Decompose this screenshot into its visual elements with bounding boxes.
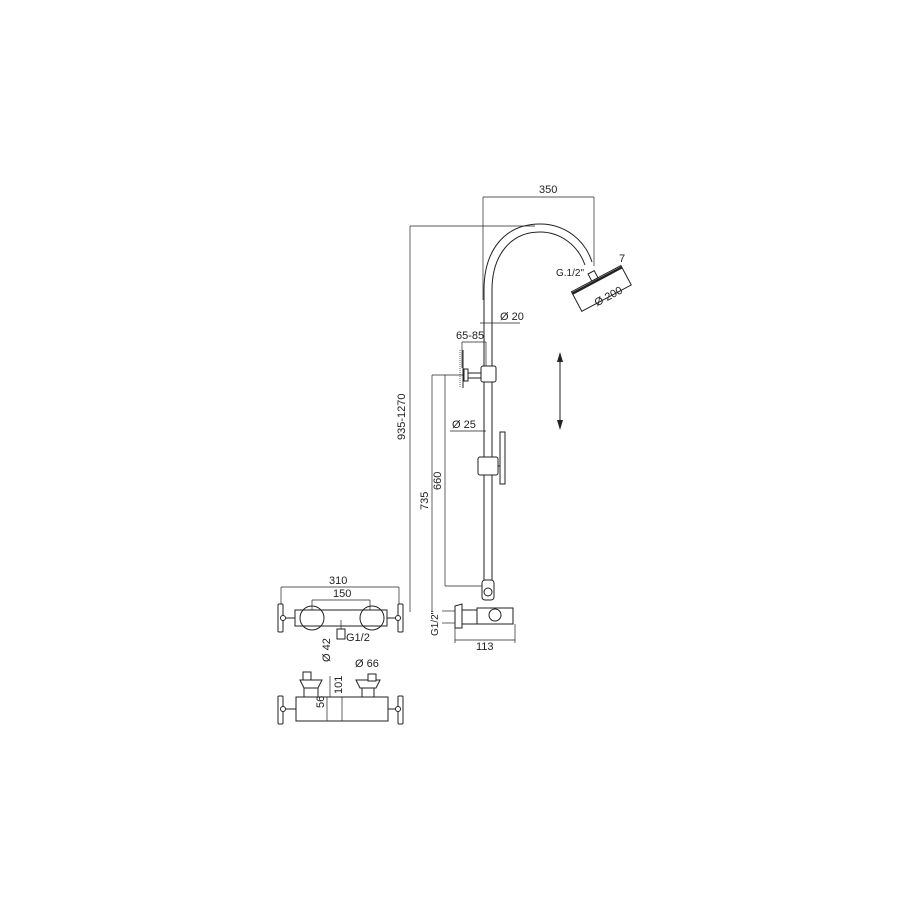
- label-riser-diameter: Ø 25: [452, 419, 476, 431]
- dimension-65-85: [461, 341, 487, 368]
- label-body-diameter: Ø 42: [321, 638, 333, 662]
- dimension-total-height: [409, 225, 535, 612]
- riser-pipe: [483, 300, 493, 590]
- label-660: 660: [432, 472, 444, 490]
- mixer-top-view: [277, 586, 404, 640]
- label-56: 56: [315, 696, 327, 708]
- gooseneck-arm: [483, 223, 593, 300]
- mixer-front-view: [277, 671, 404, 725]
- label-arm-diameter: Ø 20: [500, 311, 524, 323]
- label-113: 113: [476, 641, 494, 653]
- label-total-height: 935-1270: [396, 394, 408, 441]
- label-wall-distance: 65-85: [456, 330, 484, 342]
- label-735: 735: [419, 492, 431, 510]
- label-150: 150: [333, 588, 351, 600]
- label-head-thread: G.1/2": [556, 268, 584, 279]
- dimension-735: [431, 374, 463, 612]
- height-adjust-arrow-icon: [557, 352, 563, 430]
- shower-head: [570, 264, 632, 312]
- dimension-350: [482, 196, 595, 300]
- label-7: 7: [619, 253, 625, 265]
- label-310: 310: [329, 575, 347, 587]
- side-view-valve: [442, 579, 514, 629]
- label-knob-diameter: Ø 66: [355, 658, 379, 670]
- label-350: 350: [539, 184, 557, 196]
- dimension-113: [454, 624, 516, 643]
- hand-shower-holder: [477, 431, 506, 485]
- label-outlet-thread: G1/2: [346, 632, 370, 644]
- dimension-660: [444, 375, 486, 587]
- wall-bracket: [459, 350, 497, 388]
- label-101: 101: [333, 676, 345, 694]
- label-inlet-thread: G1/2": [430, 610, 441, 636]
